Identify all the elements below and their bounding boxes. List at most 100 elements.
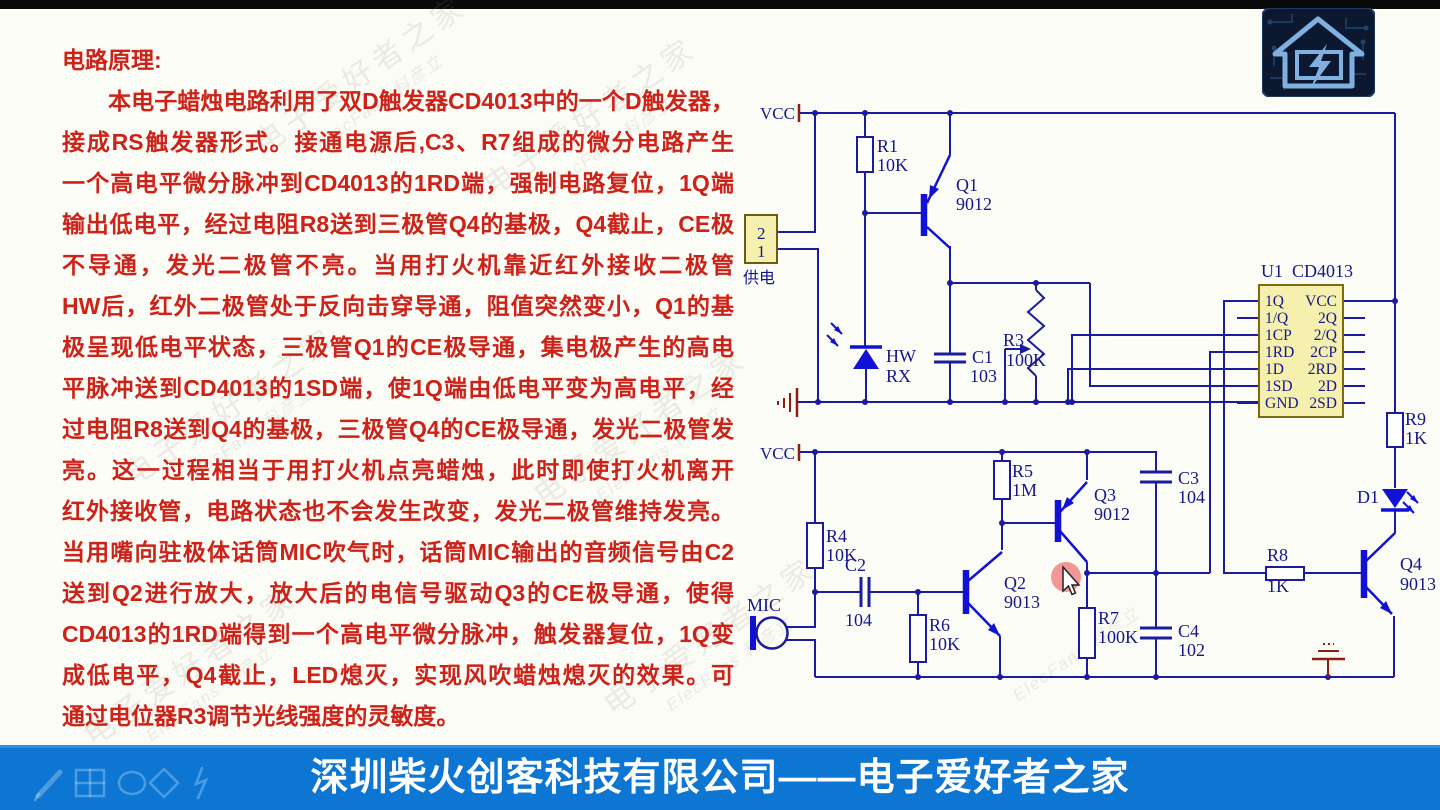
ic-pin: 2D xyxy=(1318,378,1337,395)
ellipse-tool-icon[interactable] xyxy=(117,770,147,796)
label-q1: Q1 xyxy=(956,175,978,195)
ic-pin: 1SD xyxy=(1265,378,1293,395)
article-line: 平脉冲送到CD4013的1SD端，使1Q端由低电平变为高电平，经 xyxy=(62,375,734,401)
article-line: 极呈现低电平状态，三极管Q1的CE极导通，集电极产生的高电 xyxy=(62,334,734,360)
label-r4: R4 xyxy=(826,526,847,546)
article-heading: 电路原理: xyxy=(62,47,162,73)
photodiode-hw xyxy=(826,322,882,369)
connector-pin-2: 2 xyxy=(757,224,766,243)
label-r6: R6 xyxy=(929,615,950,635)
article-line: 成低电平，Q4截止，LED熄灭，实现风吹蜡烛熄灭的效果。可 xyxy=(62,662,734,688)
article-line: 一个高电平微分脉冲到CD4013的1RD端，强制电路复位，1Q端 xyxy=(62,170,734,196)
label-hw-value: RX xyxy=(886,366,911,386)
ground-symbol-left xyxy=(777,388,799,417)
ic-pin: 2Q xyxy=(1318,310,1337,327)
select-arrow-icon[interactable] xyxy=(193,766,209,800)
label-r4-value: 10K xyxy=(826,545,857,565)
article-line: 不导通，发光二极管不亮。当用打火机靠近红外接收二极管 xyxy=(62,252,734,278)
label-r6-value: 10K xyxy=(929,634,960,654)
mouse-cursor xyxy=(1062,565,1081,596)
junction-dots xyxy=(812,110,1398,680)
diamond-tool-icon[interactable] xyxy=(148,767,180,799)
resistors xyxy=(806,136,1404,663)
label-r7-value: 100K xyxy=(1098,627,1138,647)
resistor-r4 xyxy=(806,522,824,569)
article-line: 输出低电平，经过电阻R8送到三极管Q4的基极，Q4截止，CE极 xyxy=(62,211,734,237)
top-bar xyxy=(0,0,1440,9)
resistor-r9 xyxy=(1386,412,1404,448)
microphone-symbol xyxy=(750,616,789,650)
label-r9-value: 1K xyxy=(1405,428,1427,448)
label-c4: C4 xyxy=(1178,621,1199,641)
label-mic: MIC xyxy=(747,595,781,615)
ic-pin: 2/Q xyxy=(1314,327,1337,344)
article-line: 红外接收管，电路状态也不会发生改变，发光二极管维持发亮。 xyxy=(62,498,734,524)
grid-tool-icon[interactable] xyxy=(74,768,106,798)
capacitor-c3 xyxy=(1140,470,1172,484)
label-q4-value: 9013 xyxy=(1400,574,1436,594)
resistor-r7 xyxy=(1078,607,1096,659)
potentiometer-r3 xyxy=(1004,289,1046,402)
ic-pin: 1/Q xyxy=(1265,310,1288,327)
label-c2: C2 xyxy=(845,555,866,575)
transistor-q1 xyxy=(920,154,952,249)
label-r8: R8 xyxy=(1267,545,1288,565)
label-r8-value: 1K xyxy=(1267,576,1289,596)
capacitor-c1 xyxy=(934,352,966,364)
label-hw: HW xyxy=(886,346,916,366)
ic-pin: 2CP xyxy=(1310,344,1337,361)
label-c3: C3 xyxy=(1178,468,1199,488)
circuit-wires xyxy=(777,112,1396,678)
footer-bar: 深圳柴火创客科技有限公司——电子爱好者之家 xyxy=(0,745,1440,810)
article-line: 本电子蜡烛电路利用了双D触发器CD4013中的一个D触发器， xyxy=(108,88,734,114)
house-bolt-icon xyxy=(1272,16,1365,89)
capacitors xyxy=(859,352,1172,640)
label-r7: R7 xyxy=(1098,608,1119,628)
label-q2: Q2 xyxy=(1004,573,1026,593)
label-r3-value: 100K xyxy=(1006,350,1046,370)
label-r1-value: 10K xyxy=(877,155,908,175)
label-q3: Q3 xyxy=(1094,485,1116,505)
ic-pin: VCC xyxy=(1305,293,1337,310)
label-r5-value: 1M xyxy=(1012,480,1037,500)
transistor-q3 xyxy=(1054,481,1088,563)
capacitor-c4 xyxy=(1140,626,1172,640)
power-symbols xyxy=(777,104,1345,677)
label-r3: R3 xyxy=(1003,330,1024,350)
label-c1: C1 xyxy=(972,347,993,367)
label-q2-value: 9013 xyxy=(1004,592,1040,612)
led-d1 xyxy=(1381,489,1419,514)
article-line: 亮。这一过程相当于用打火机点亮蜡烛，此时即使打火机离开 xyxy=(62,457,734,483)
resistor-r1 xyxy=(856,136,874,173)
ic-pin: 2SD xyxy=(1309,395,1337,412)
article-line: 接成RS触发器形式。接通电源后,C3、R7组成的微分电路产生 xyxy=(62,129,734,155)
ic-name: CD4013 xyxy=(1292,261,1353,281)
article-line: 过电阻R8送到Q4的基极，三极管Q4的CE极导通，发光二极管发 xyxy=(62,416,734,442)
footer-toolbar xyxy=(33,766,209,802)
article-line: 当用嘴向驻极体话筒MIC吹气时，话筒MIC输出的音频信号由C2 xyxy=(62,539,734,565)
ic-pin: GND xyxy=(1265,395,1299,412)
article-line: CD4013的1RD端得到一个高电平微分脉冲，触发器复位，1Q变 xyxy=(62,621,734,647)
transistor-q4 xyxy=(1360,532,1396,615)
resistor-r5 xyxy=(993,460,1011,500)
label-c1-value: 103 xyxy=(970,366,997,386)
label-r5: R5 xyxy=(1012,461,1033,481)
pen-tool-icon[interactable] xyxy=(33,769,63,802)
ic-pin: 1CP xyxy=(1265,327,1292,344)
connector-pin-1: 1 xyxy=(757,242,766,261)
connector-label: 供电 xyxy=(743,269,775,287)
component-labels: R1 10K Q1 9012 HW RX C1 103 R3 100K R9 1… xyxy=(747,136,1436,660)
label-c4-value: 102 xyxy=(1178,640,1205,660)
label-r1: R1 xyxy=(877,136,898,156)
label-q1-value: 9012 xyxy=(956,194,992,214)
ic-pin: 1D xyxy=(1265,361,1284,378)
ic-cd4013: U1 CD4013 1Q 1/Q 1CP 1RD 1D 1SD GND VCC … xyxy=(1258,261,1353,418)
article-line: 送到Q2进行放大，放大后的电信号驱动Q3的CE极导通，使得 xyxy=(62,580,734,606)
transistors xyxy=(920,154,1396,637)
label-c3-value: 104 xyxy=(1178,487,1205,507)
resistor-r6 xyxy=(909,614,927,663)
circuit-description: 电路原理: 本电子蜡烛电路利用了双D触发器CD4013中的一个D触发器， 接成R… xyxy=(62,40,734,737)
label-c2-value: 104 xyxy=(845,610,872,630)
